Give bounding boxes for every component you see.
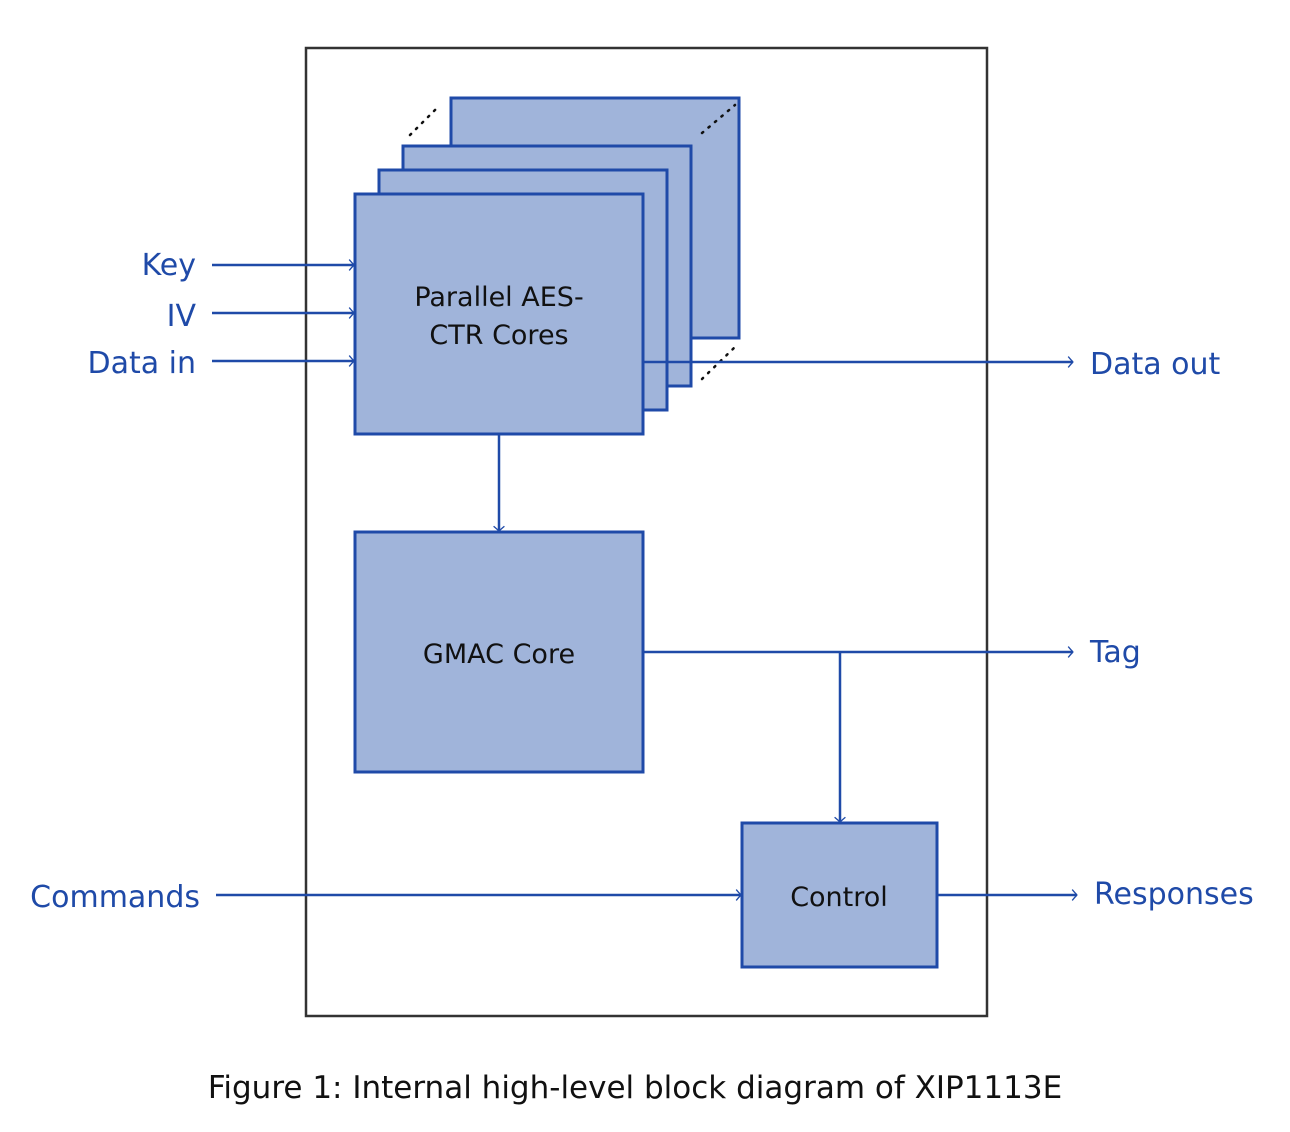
- figure-caption: Figure 1: Internal high-level block diag…: [208, 1070, 1062, 1106]
- stack-ellipsis-top-right: [700, 103, 737, 135]
- stack-ellipsis-top-left: [408, 103, 442, 137]
- aes-core-label-line1: Parallel AES-: [414, 282, 583, 313]
- output-label-tag: Tag: [1089, 635, 1141, 670]
- control-label: Control: [790, 882, 888, 913]
- ip-container-boundary: [304, 46, 989, 1018]
- aes-core-block: [353, 192, 645, 436]
- gmac-core-label: GMAC Core: [423, 639, 575, 670]
- output-label-data-out: Data out: [1090, 347, 1221, 382]
- aes-core-stack: Parallel AES- CTR Cores: [353, 96, 741, 436]
- stack-ellipsis-bottom-right: [700, 345, 737, 381]
- aes-core-label-line2: CTR Cores: [429, 320, 568, 351]
- input-label-key: Key: [142, 248, 196, 283]
- input-label-data-in: Data in: [87, 346, 196, 381]
- input-label-commands: Commands: [30, 880, 200, 915]
- gmac-core-block: [353, 530, 645, 774]
- control-block: [740, 821, 939, 969]
- input-label-iv: IV: [167, 299, 197, 334]
- output-label-responses: Responses: [1094, 877, 1254, 912]
